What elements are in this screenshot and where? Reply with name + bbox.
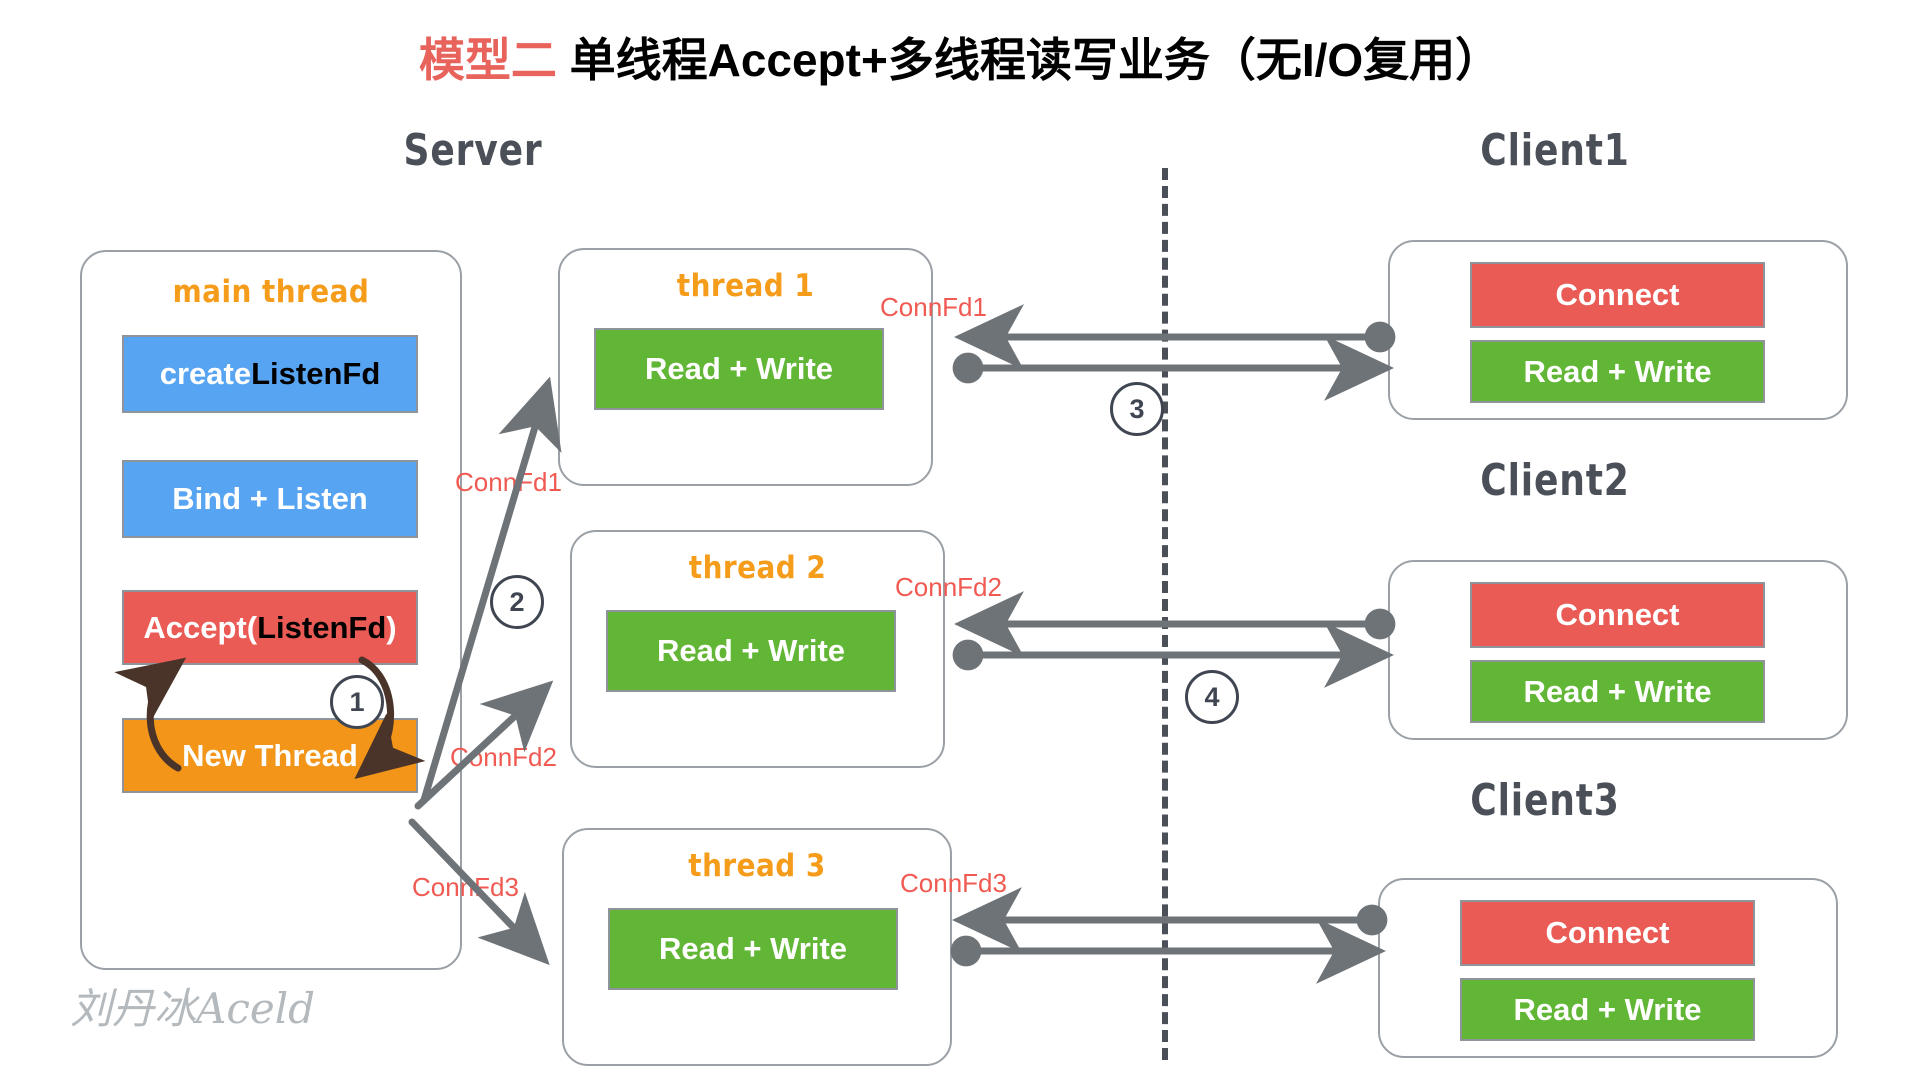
block-bind-listen-label: Bind + Listen: [172, 481, 368, 516]
page-title-accent: 模型二: [418, 34, 557, 86]
thread3-client3-arrows: [950, 887, 1388, 984]
thread-2-readwrite-block: Read + Write: [606, 610, 896, 692]
client3-heading: Client3: [1470, 775, 1620, 826]
client-1-connect-label: Connect: [1555, 277, 1680, 312]
fd-label-thread2-client2: ConnFd2: [895, 572, 1002, 602]
thread-3-title: thread 3: [688, 848, 826, 884]
client-2-connect-label: Connect: [1555, 597, 1680, 632]
step-circle-4: 4: [1185, 670, 1239, 724]
block-create-listenfd-emph: ListenFd: [251, 356, 381, 391]
step-circle-3: 3: [1110, 382, 1164, 436]
thread-2-title: thread 2: [688, 550, 827, 586]
thread-3-readwrite-label: Read + Write: [658, 931, 848, 966]
client-2-readwrite-label: Read + Write: [1523, 673, 1712, 709]
thread-2-readwrite-label: Read + Write: [656, 633, 846, 668]
block-new-thread: New Thread: [122, 718, 418, 793]
thread-1-title: thread 1: [676, 268, 815, 304]
client-2-readwrite-block: Read + Write: [1470, 660, 1765, 723]
fd-label-server-thread3: ConnFd3: [412, 872, 519, 902]
server-heading: Server: [403, 125, 543, 176]
block-accept-paren: ): [386, 609, 397, 645]
block-create-listenfd: create ListenFd: [122, 335, 418, 413]
main-thread-title: main thread: [172, 274, 370, 310]
page-title: 模型二 单线程Accept+多线程读写业务（无I/O复用）: [0, 24, 1920, 90]
block-bind-listen: Bind + Listen: [122, 460, 418, 538]
client-3-connect-block: Connect: [1460, 900, 1755, 966]
step-circle-2: 2: [490, 575, 544, 629]
fd-label-thread1-client1: ConnFd1: [880, 292, 987, 322]
client-1-readwrite-block: Read + Write: [1470, 340, 1765, 403]
block-new-thread-label: New Thread: [182, 737, 358, 773]
client1-heading: Client1: [1480, 125, 1630, 176]
client2-heading: Client2: [1480, 455, 1630, 506]
fd-label-thread3-client3: ConnFd3: [900, 868, 1007, 898]
client-3-readwrite-block: Read + Write: [1460, 978, 1755, 1041]
step-circle-1: 1: [330, 675, 384, 729]
client-3-connect-label: Connect: [1545, 915, 1670, 950]
client-1-connect-block: Connect: [1470, 262, 1765, 328]
thread-1-readwrite-label: Read + Write: [644, 351, 834, 386]
thread2-client2-arrows: [952, 591, 1396, 688]
block-create-listenfd-label: create: [159, 356, 252, 391]
thread-1-readwrite-block: Read + Write: [594, 328, 884, 410]
block-accept-listenfd: Accept(ListenFd): [122, 590, 418, 665]
client-1-readwrite-label: Read + Write: [1523, 353, 1712, 389]
fd-label-server-thread1: ConnFd1: [455, 467, 562, 497]
client-2-connect-block: Connect: [1470, 582, 1765, 648]
author-watermark: 刘丹冰Aceld: [70, 984, 316, 1033]
thread1-client1-arrows: [952, 304, 1396, 401]
client-3-readwrite-label: Read + Write: [1513, 991, 1702, 1027]
block-accept-label: Accept(: [143, 609, 258, 645]
page-title-rest: 单线程Accept+多线程读写业务（无I/O复用）: [556, 34, 1502, 86]
server-client-divider: [1162, 168, 1168, 1060]
fd-label-server-thread2: ConnFd2: [450, 742, 557, 772]
thread-3-readwrite-block: Read + Write: [608, 908, 898, 990]
block-accept-emph: ListenFd: [257, 609, 387, 645]
